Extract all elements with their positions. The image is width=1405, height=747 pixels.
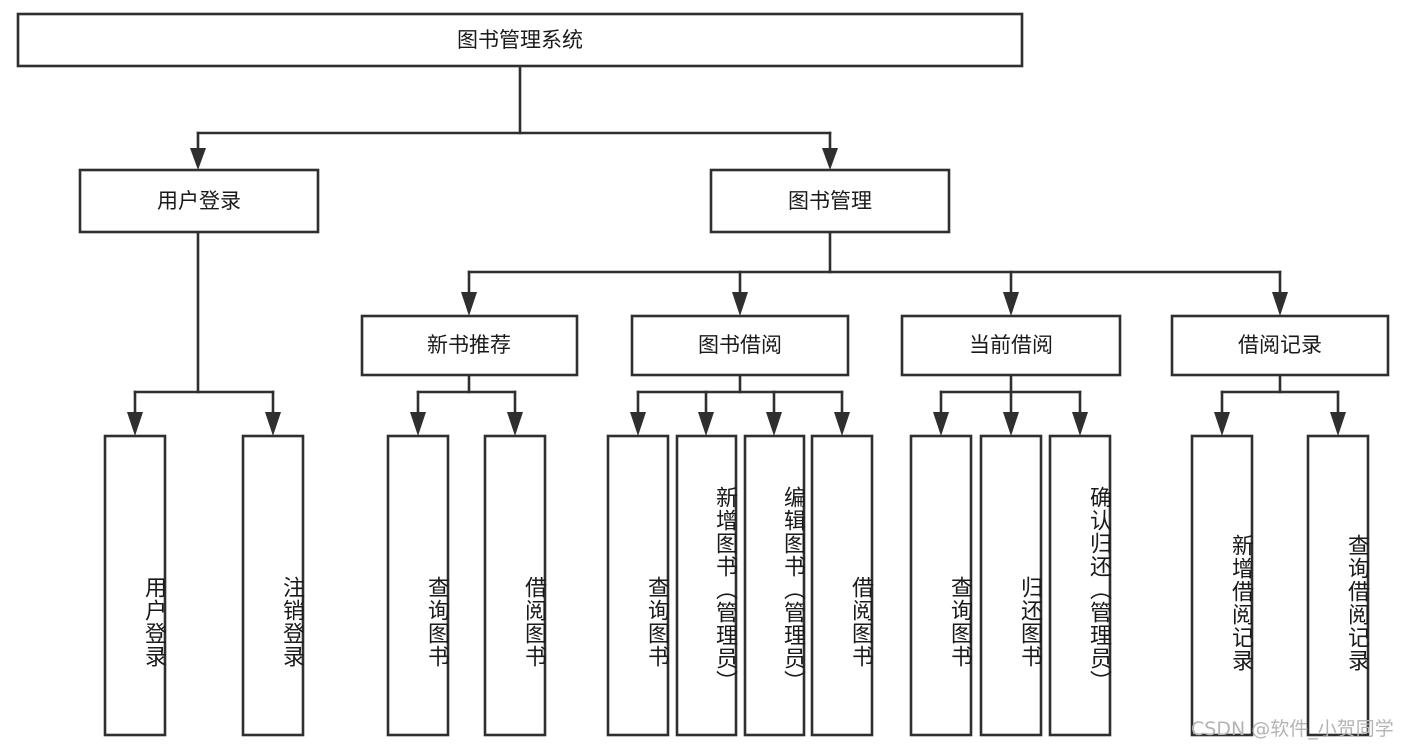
node-book-borrow-label: 图书借阅 — [698, 333, 782, 357]
node-leaf-query-book-c[interactable] — [909, 434, 973, 737]
node-book-management-label: 图书管理 — [788, 189, 872, 213]
arrowhead-to-new-book — [461, 292, 477, 316]
arrowhead-to-book-borrow — [732, 292, 748, 316]
arrowhead-to-current-borrow — [1003, 292, 1019, 316]
connector-layer — [127, 64, 1346, 436]
node-leaf-add-book[interactable] — [675, 434, 738, 737]
node-leaf-borrow-book-b[interactable] — [810, 434, 874, 737]
arrowhead-leaf-query-book-a — [410, 412, 426, 436]
node-leaf-add-record[interactable] — [1190, 434, 1254, 737]
node-user-login[interactable] — [78, 168, 320, 234]
node-leaf-query-record[interactable] — [1306, 434, 1370, 737]
node-book-management[interactable] — [709, 168, 951, 234]
node-user-login-label: 用户登录 — [157, 189, 241, 213]
node-leaf-edit-book[interactable] — [743, 434, 806, 737]
node-current-borrow-label: 当前借阅 — [969, 333, 1053, 357]
arrowhead-leaf-query-book-b — [630, 412, 646, 436]
arrowhead-leaf-user-login — [127, 412, 143, 436]
node-leaf-return-book[interactable] — [979, 434, 1043, 737]
arrowhead-leaf-edit-book — [766, 412, 782, 436]
arrowhead-leaf-logout — [265, 412, 281, 436]
arrowhead-to-borrow-record — [1272, 292, 1288, 316]
arrowhead-leaf-return-book — [1003, 412, 1019, 436]
node-leaf-logout[interactable] — [241, 434, 305, 737]
arrowhead-leaf-borrow-book-a — [507, 412, 523, 436]
node-leaf-user-login[interactable] — [103, 434, 167, 737]
arrowhead-leaf-add-book — [698, 412, 714, 436]
node-root-system-label: 图书管理系统 — [457, 28, 583, 52]
arrowhead-leaf-add-record — [1214, 412, 1230, 436]
node-layer: 图书管理系统 用户登录 图书管理 新书推荐 图书借阅 当前借阅 借阅记录 — [16, 12, 1390, 737]
node-new-book-recommend[interactable] — [360, 314, 579, 377]
node-borrow-record[interactable] — [1170, 314, 1390, 377]
arrowhead-leaf-query-book-c — [933, 412, 949, 436]
arrowhead-to-user-login — [190, 148, 206, 170]
arrowhead-to-book-mgmt — [822, 148, 838, 170]
arrowhead-leaf-query-record — [1330, 412, 1346, 436]
node-leaf-query-book-a[interactable] — [386, 434, 450, 737]
csdn-watermark: CSDN @软件_小贺同学 — [1191, 718, 1394, 740]
node-root-system[interactable] — [16, 12, 1024, 68]
node-current-borrow[interactable] — [900, 314, 1122, 377]
node-leaf-query-book-b[interactable] — [606, 434, 670, 737]
node-leaf-confirm-return[interactable] — [1048, 434, 1112, 737]
arrowhead-leaf-borrow-book-b — [834, 412, 850, 436]
node-leaf-borrow-book-a[interactable] — [483, 434, 547, 737]
arrowhead-leaf-confirm-return — [1072, 412, 1088, 436]
node-book-borrow[interactable] — [630, 314, 850, 377]
node-borrow-record-label: 借阅记录 — [1238, 333, 1322, 357]
node-new-book-recommend-label: 新书推荐 — [427, 333, 511, 357]
